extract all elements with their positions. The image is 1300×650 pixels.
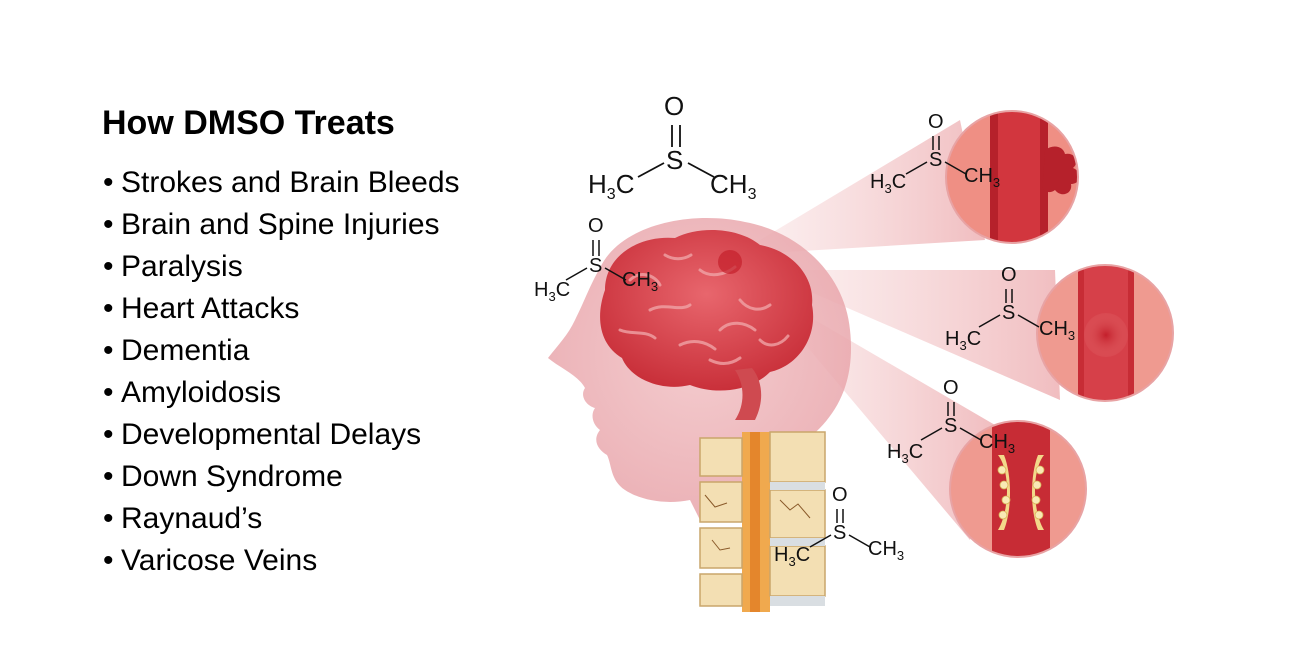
svg-text:O: O [832, 484, 848, 506]
right-sub: 3 [748, 186, 757, 203]
condition-label: Down Syndrome [121, 460, 343, 493]
svg-text:O: O [588, 215, 604, 237]
svg-text:H3C: H3C [945, 328, 981, 353]
list-item: •Brain and Spine Injuries [103, 204, 460, 246]
zoom-circle-bleed [945, 110, 1079, 244]
svg-text:CH3: CH3 [964, 165, 1000, 190]
list-item: •Raynaud’s [103, 498, 460, 540]
condition-label: Dementia [121, 334, 250, 367]
list-item: •Down Syndrome [103, 456, 460, 498]
list-item: •Strokes and Brain Bleeds [103, 162, 460, 204]
condition-label: Strokes and Brain Bleeds [121, 166, 460, 199]
svg-text:CH3: CH3 [710, 169, 757, 203]
list-item: •Developmental Delays [103, 414, 460, 456]
bullet: • [103, 460, 114, 493]
zoom-circle-plaque [949, 420, 1087, 558]
bullet: • [103, 544, 114, 577]
svg-text:H3C: H3C [588, 169, 634, 203]
dmso-molecule-large: O S H3C CH3 [588, 91, 757, 203]
condition-label: Paralysis [121, 250, 243, 283]
svg-text:O: O [1001, 264, 1017, 286]
condition-label: Varicose Veins [121, 544, 318, 577]
sulfur-label: S [666, 145, 683, 175]
svg-text:H3C: H3C [887, 441, 923, 466]
svg-text:S: S [833, 522, 846, 544]
svg-text:S: S [589, 255, 602, 277]
dmso-molecule-spine: O S H3C CH3 [774, 484, 904, 569]
oxygen-label: O [664, 91, 684, 121]
condition-label: Brain and Spine Injuries [121, 208, 440, 241]
svg-text:S: S [929, 149, 942, 171]
condition-label: Heart Attacks [121, 292, 300, 325]
dmso-molecule-clot: O S H3C CH3 [945, 264, 1075, 353]
bullet: • [103, 208, 114, 241]
brain [600, 229, 814, 420]
svg-text:CH3: CH3 [1039, 318, 1075, 343]
left-c: C [616, 169, 635, 199]
bullet: • [103, 292, 114, 325]
heading: How DMSO Treats [102, 104, 395, 142]
svg-text:H3C: H3C [774, 544, 810, 569]
svg-text:CH3: CH3 [622, 269, 658, 294]
zoom-circle-clot [1036, 264, 1174, 402]
svg-text:O: O [928, 111, 944, 133]
condition-label: Amyloidosis [121, 376, 282, 409]
list-item: •Paralysis [103, 246, 460, 288]
svg-text:O: O [943, 377, 959, 399]
bullet: • [103, 334, 114, 367]
conditions-list: •Strokes and Brain Bleeds •Brain and Spi… [103, 162, 460, 582]
left-h: H [588, 169, 607, 199]
svg-text:CH3: CH3 [868, 538, 904, 563]
dmso-molecule-head: O S H3C CH3 [534, 215, 658, 304]
svg-text:H3C: H3C [870, 171, 906, 196]
svg-text:CH3: CH3 [979, 431, 1015, 456]
list-item: •Dementia [103, 330, 460, 372]
list-item: •Heart Attacks [103, 288, 460, 330]
svg-text:S: S [944, 415, 957, 437]
spine [699, 431, 826, 612]
bullet: • [103, 250, 114, 283]
right-ch: CH [710, 169, 748, 199]
bullet: • [103, 166, 114, 199]
svg-text:S: S [1002, 302, 1015, 324]
bullet: • [103, 418, 114, 451]
list-item: •Varicose Veins [103, 540, 460, 582]
dmso-molecule-bleed: O S H3C CH3 [870, 111, 1000, 196]
bullet: • [103, 376, 114, 409]
condition-label: Raynaud’s [121, 502, 263, 535]
list-item: •Amyloidosis [103, 372, 460, 414]
dmso-molecule-plaque: O S H3C CH3 [887, 377, 1015, 466]
bullet: • [103, 502, 114, 535]
beam-bleed [735, 120, 985, 255]
svg-text:H3C: H3C [534, 279, 570, 304]
condition-label: Developmental Delays [121, 418, 422, 451]
left-sub: 3 [607, 186, 616, 203]
